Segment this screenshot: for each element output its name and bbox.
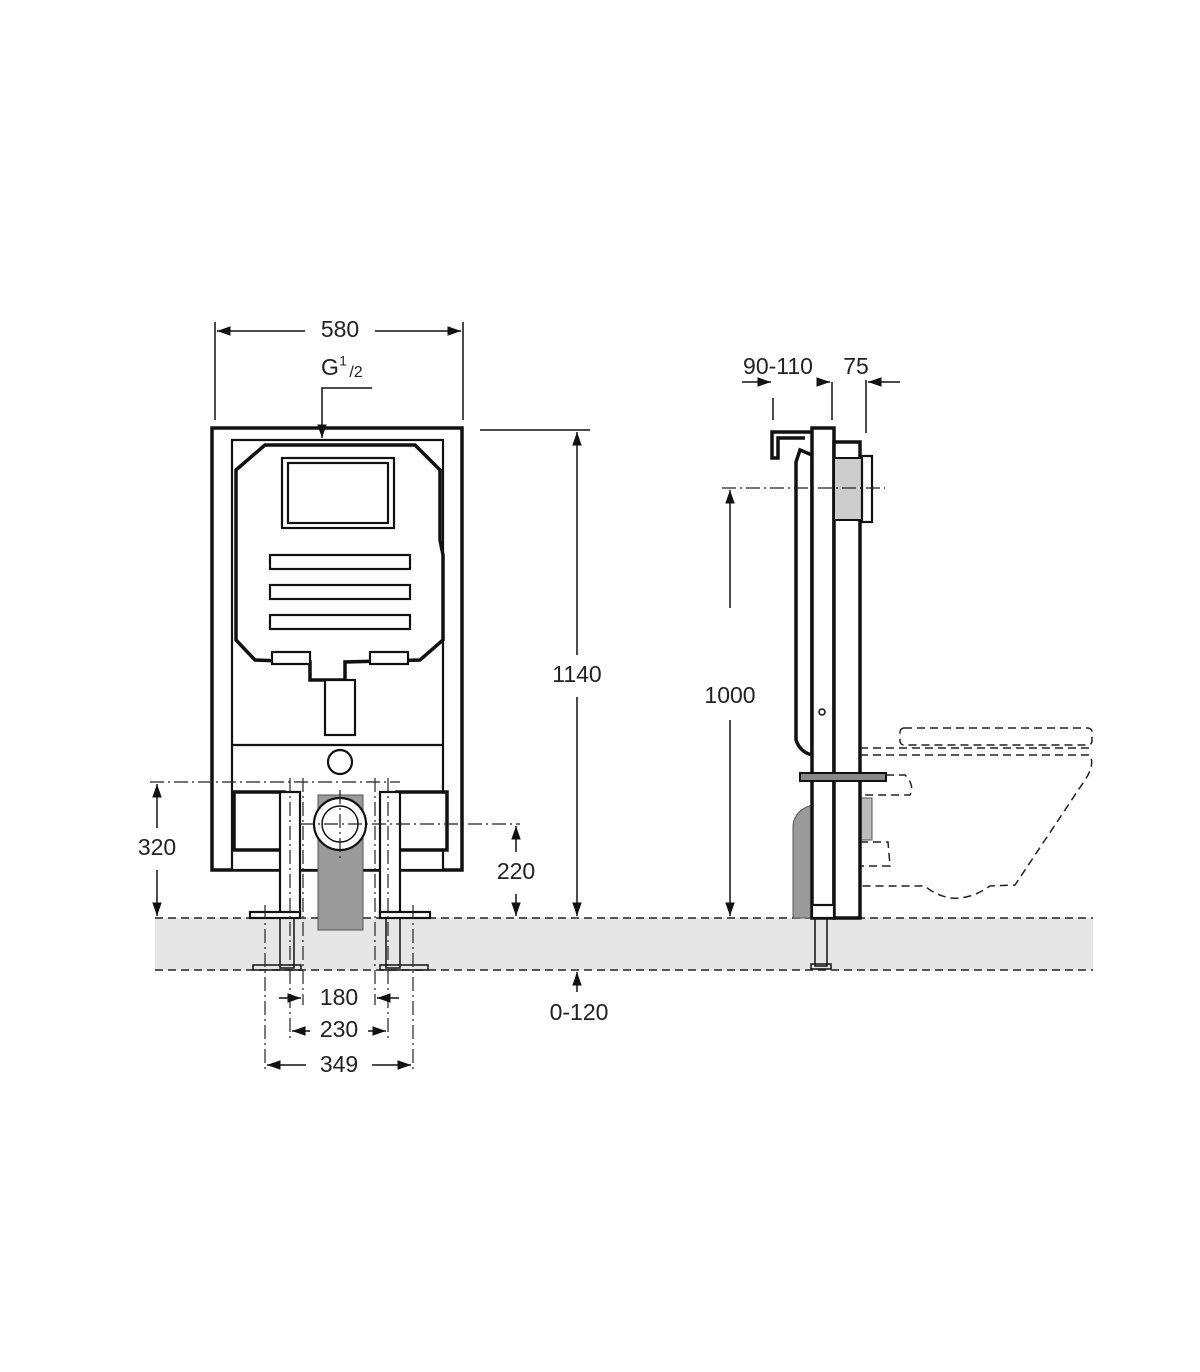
foot-outer-label: 349 [320,1051,358,1077]
dimension-75: 75 [843,353,900,433]
dimension-1140: 1140 [480,429,602,916]
dimension-320: 320 [138,784,176,916]
floor-adjust-label: 0-120 [550,999,609,1025]
depth-label: 90-110 [743,353,813,379]
width-label: 580 [321,316,359,342]
drain-height-label: 220 [497,858,535,884]
height-label: 1140 [552,661,601,687]
inlet-label-sub: /2 [349,364,362,381]
inlet-label-main: G [321,354,339,380]
floor-band [155,917,1093,971]
dimension-1000: 1000 [704,490,756,916]
side-view [722,426,1093,970]
foot-inner-label: 180 [320,984,358,1010]
dimension-349: 349 [267,1051,411,1077]
flush-height-label: 1000 [704,682,755,708]
side-cistern-tank [794,447,814,758]
dimension-220: 220 [497,826,535,916]
foot-mid-label: 230 [320,1016,358,1042]
flush-plate-label: 75 [843,353,869,379]
toilet-bowl-outline [860,727,1093,899]
inlet-label-sup: 1 [339,353,347,369]
front-view [150,426,520,1070]
dimension-180: 180 [279,984,399,1010]
dimension-580: 580 [214,316,464,420]
outlet-height-label: 320 [138,834,176,860]
mounting-bolt-bar [799,772,887,782]
side-drain-bend [792,804,813,919]
flush-plate-adapter [833,457,865,521]
dimension-90-110: 90-110 [742,353,833,420]
dimension-0-120: 0-120 [550,972,609,1025]
dimension-230: 230 [292,1016,386,1042]
inlet-label: G 1 /2 [317,353,372,438]
